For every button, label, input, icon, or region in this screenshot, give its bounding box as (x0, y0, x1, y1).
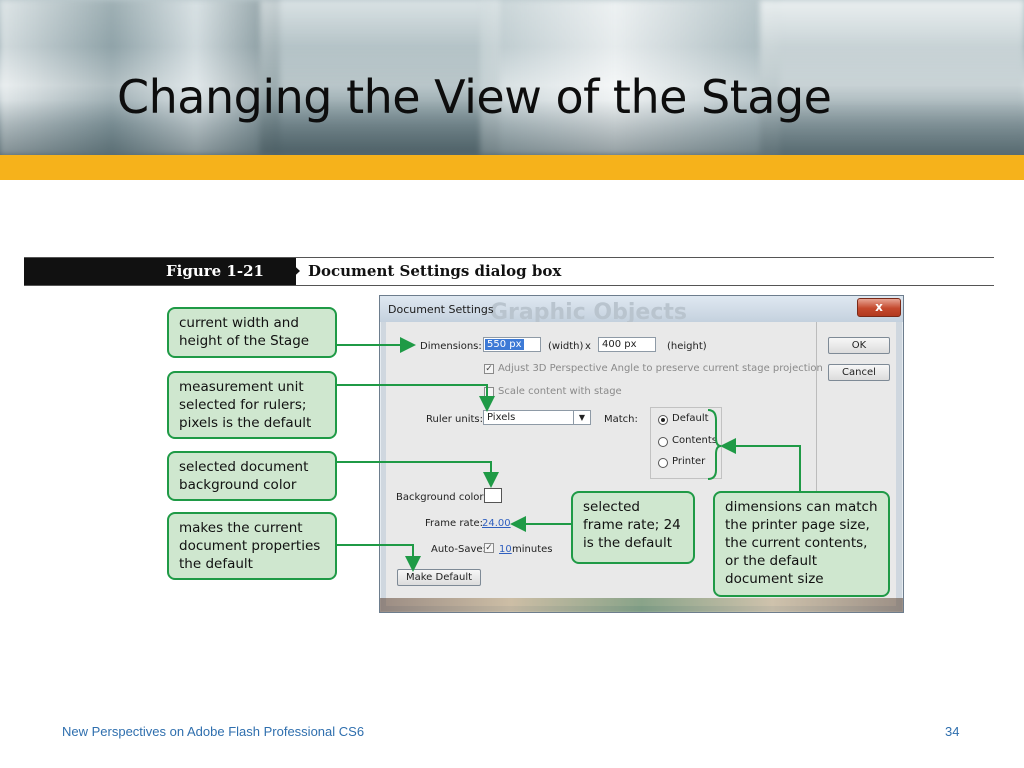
waterfall-texture (0, 0, 280, 155)
match-contents-radio[interactable] (658, 437, 668, 447)
close-icon: x (875, 300, 883, 314)
callout-make-default: makes the current document properties th… (167, 512, 337, 580)
autosave-checkbox[interactable]: ✓ (484, 543, 494, 553)
match-printer-label: Printer (672, 456, 706, 467)
ruler-units-dropdown[interactable]: Pixels ▼ (483, 410, 591, 425)
background-color-swatch[interactable] (484, 488, 502, 503)
width-value: 550 px (485, 339, 524, 350)
rock-ledge (0, 100, 1024, 155)
callout-ruler-units: measurement unit selected for rulers; pi… (167, 371, 337, 439)
autosave-unit: minutes (512, 544, 553, 555)
callout-frame-rate: selected frame rate; 24 is the default (571, 491, 695, 564)
footer-book-title: New Perspectives on Adobe Flash Professi… (62, 724, 365, 739)
scale-content-checkbox[interactable] (484, 387, 494, 397)
dimensions-label: Dimensions: (420, 341, 482, 352)
background-color-label: Background color: (396, 492, 487, 503)
match-group: Default Contents Printer (650, 407, 722, 479)
adjust-3d-label: Adjust 3D Perspective Angle to preserve … (498, 363, 823, 374)
ruler-units-label: Ruler units: (426, 414, 484, 425)
ok-button[interactable]: OK (828, 337, 890, 354)
figure-label-background (24, 258, 296, 285)
checkmark-icon: ✓ (485, 543, 493, 553)
frame-rate-value[interactable]: 24.00 (482, 518, 511, 529)
autosave-minutes-value[interactable]: 10 (499, 544, 512, 555)
match-default-radio[interactable] (658, 415, 668, 425)
dialog-titlebar[interactable]: Graphic Objects Document Settings x (380, 296, 903, 325)
ruler-units-value: Pixels (487, 412, 516, 423)
width-suffix: (width) (548, 341, 584, 352)
background-ghost-text: Graphic Objects (490, 300, 687, 325)
match-contents-label: Contents (672, 435, 717, 446)
height-suffix: (height) (667, 341, 707, 352)
match-printer-radio[interactable] (658, 458, 668, 468)
checkmark-icon: ✓ (485, 364, 493, 374)
adjust-3d-checkbox[interactable]: ✓ (484, 364, 494, 374)
dialog-title: Document Settings (388, 303, 494, 316)
waterfall-texture (260, 0, 500, 155)
button-column-divider (816, 322, 817, 512)
figure-caption: Document Settings dialog box (308, 262, 562, 280)
autosave-label: Auto-Save: (431, 544, 486, 555)
waterfall-texture (760, 0, 1024, 155)
height-input[interactable]: 400 px (598, 337, 656, 352)
frame-rate-label: Frame rate: (425, 518, 484, 529)
chevron-down-icon: ▼ (573, 411, 590, 424)
figure-label-arrow (286, 258, 300, 284)
callout-match: dimensions can match the printer page si… (713, 491, 890, 597)
match-label: Match: (604, 414, 638, 425)
callout-dimensions: current width and height of the Stage (167, 307, 337, 358)
cancel-button[interactable]: Cancel (828, 364, 890, 381)
figure-number: Figure 1-21 (166, 262, 264, 280)
page-number: 34 (945, 724, 960, 739)
accent-stripe (0, 155, 1024, 180)
close-button[interactable]: x (857, 298, 901, 317)
stage-preview-strip (380, 598, 903, 612)
waterfall-texture (480, 0, 780, 155)
figure-caption-bar: Figure 1-21 Document Settings dialog box (24, 257, 994, 286)
width-input[interactable]: 550 px (483, 337, 541, 352)
callout-background-color: selected document background color (167, 451, 337, 501)
times-symbol: x (585, 341, 591, 352)
header-banner (0, 0, 1024, 155)
scale-content-label: Scale content with stage (498, 386, 622, 397)
match-default-label: Default (672, 413, 709, 424)
make-default-button[interactable]: Make Default (397, 569, 481, 586)
slide-title: Changing the View of the Stage (117, 70, 832, 124)
